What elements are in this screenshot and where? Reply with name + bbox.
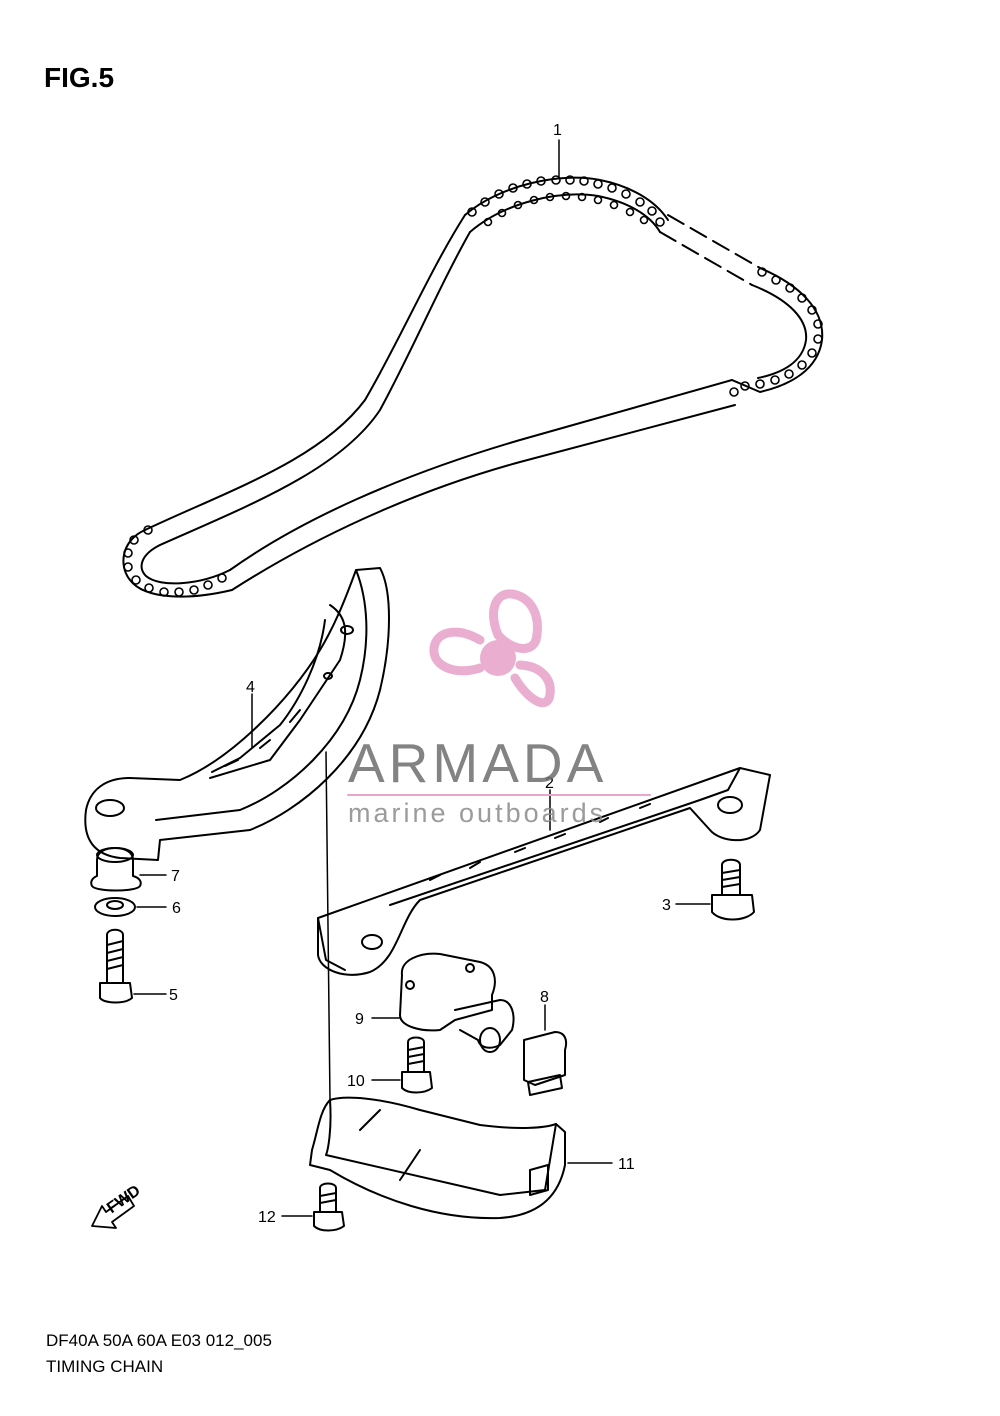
section-name: TIMING CHAIN: [46, 1357, 164, 1376]
model-code: DF40A 50A 60A E03 012_005: [46, 1331, 272, 1350]
fwd-arrow-icon: FWD: [91, 1182, 144, 1229]
callout-4: 4: [246, 679, 255, 696]
callout-5: 5: [169, 987, 178, 1004]
chain-guide-left: [84, 567, 390, 861]
propeller-logo-icon: [429, 589, 555, 708]
assembly-line: [325, 751, 331, 1101]
watermark-brand: ARMADA: [348, 732, 607, 794]
callout-10: 10: [347, 1073, 365, 1090]
guide-plate-part: [309, 1096, 613, 1220]
callout-11: 11: [618, 1156, 635, 1173]
washer-part: [94, 897, 167, 917]
bolt-part-10: [371, 1036, 433, 1094]
callout-2: 2: [545, 775, 554, 792]
chain-guide-right: [317, 767, 771, 976]
callout-12: 12: [258, 1209, 276, 1226]
callout-6: 6: [172, 900, 181, 917]
watermark-tagline: marine outboards: [348, 798, 606, 828]
timing-chain: [122, 139, 824, 598]
fwd-label: FWD: [104, 1182, 144, 1217]
bolt-part-3: [675, 858, 755, 921]
callout-9: 9: [355, 1011, 364, 1028]
callout-8: 8: [540, 989, 549, 1006]
bolt-part-5: [99, 928, 167, 1004]
callout-7: 7: [171, 868, 180, 885]
sleeve-part: [90, 847, 167, 892]
tensioner-pad-part: [523, 1004, 568, 1096]
callout-1: 1: [553, 122, 562, 139]
tensioner-part: [371, 952, 515, 1053]
armada-watermark: ARMADA marine outboards: [347, 589, 651, 828]
figure-title: FIG.5: [44, 62, 115, 93]
callout-3: 3: [662, 897, 671, 914]
bolt-part-12: [281, 1182, 345, 1232]
